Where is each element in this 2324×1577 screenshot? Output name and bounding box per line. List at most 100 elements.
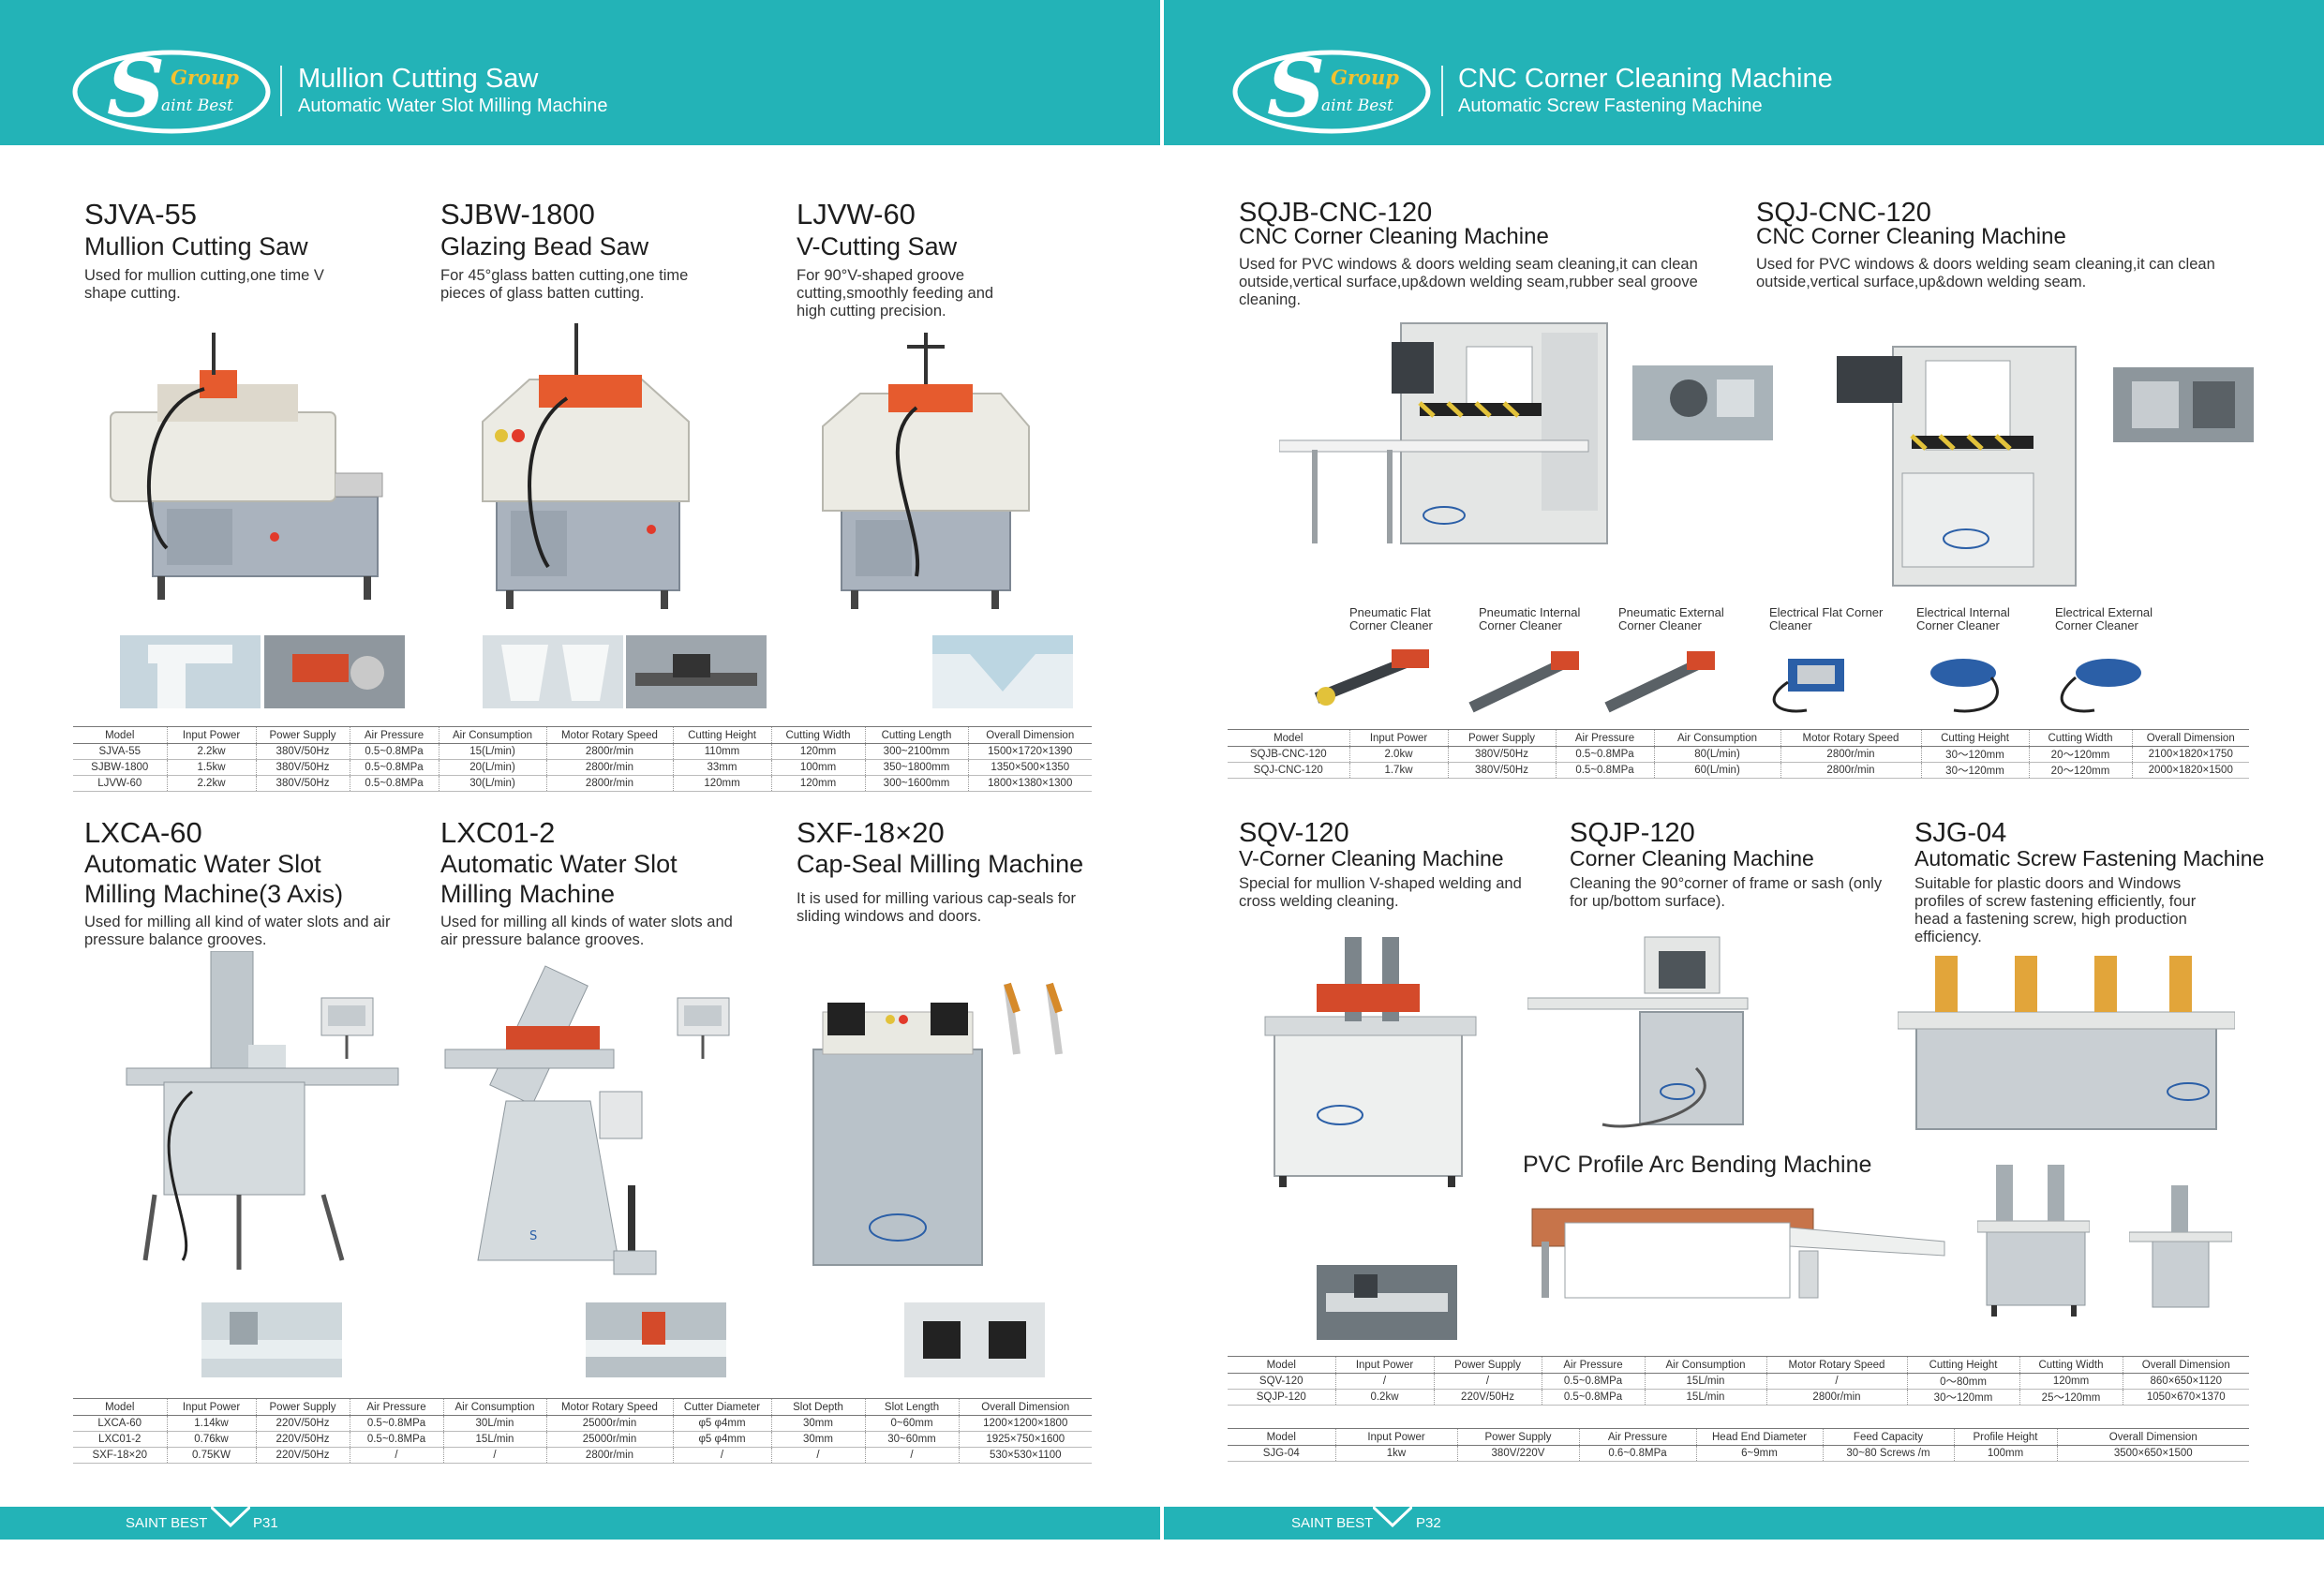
table-cell: 0.5~0.8MPa: [1541, 1389, 1645, 1406]
table-cell: 2.2kw: [166, 775, 256, 792]
table-header-cell: Air Pressure: [349, 1398, 443, 1416]
table-cell: SQJP-120: [1228, 1389, 1335, 1406]
table-cell: 30mm: [770, 1415, 865, 1432]
table-cell: 1.5kw: [166, 759, 256, 776]
table-header-cell: Model: [1228, 1356, 1335, 1374]
tool-label-2: Pneumatic Internal Corner Cleaner: [1479, 605, 1581, 632]
cap-seal-detail-photo: [904, 1302, 1045, 1377]
sjva55-code: SJVA-55: [84, 198, 198, 231]
left-header-subtitle: Automatic Water Slot Milling Machine: [298, 96, 608, 116]
table-header-cell: Input Power: [1348, 729, 1448, 747]
table-header-cell: Input Power: [166, 726, 256, 744]
sjg04-name: Automatic Screw Fastening Machine: [1914, 846, 2265, 870]
sqjcnc120-detail-photo: [2113, 367, 2254, 442]
table-header-cell: Overall Dimension: [2056, 1428, 2249, 1446]
table-header-cell: Overall Dimension: [967, 726, 1092, 744]
table-cell: SQJB-CNC-120: [1228, 746, 1349, 763]
footer-brand-left: SAINT BEST: [126, 1515, 208, 1531]
table-header-cell: Overall Dimension: [958, 1398, 1092, 1416]
table-header-cell: Power Supply: [1433, 1356, 1542, 1374]
table-cell: 2800r/min: [545, 759, 673, 776]
table-header-cell: Cutter Diameter: [672, 1398, 771, 1416]
sqv120-desc: Special for mullion V-shaped welding and…: [1239, 875, 1522, 910]
table-cell: 2.2kw: [166, 743, 256, 760]
tool-label-4: Electrical Flat Corner Cleaner: [1769, 605, 1884, 632]
table-cell: 220V/50Hz: [1433, 1389, 1542, 1406]
table-cell: 0.5~0.8MPa: [1555, 762, 1654, 779]
table-cell: 120mm: [770, 775, 865, 792]
table-cell: 0.2kw: [1334, 1389, 1434, 1406]
table-header-cell: Air Pressure: [349, 726, 439, 744]
table-cell: 120mm: [672, 775, 771, 792]
footer-brand-right: SAINT BEST: [1291, 1515, 1374, 1531]
table-cell: 0~60mm: [864, 1415, 959, 1432]
saw-detail-photo: [264, 635, 405, 708]
table-cell: 60(L/min): [1653, 762, 1780, 779]
footer-notch-right: [1371, 1503, 1414, 1528]
left-header-title: Mullion Cutting Saw: [298, 64, 539, 94]
table-cell: 100mm: [770, 759, 865, 776]
table-cell: 380V/50Hz: [1447, 746, 1556, 763]
footer-notch-left: [209, 1503, 252, 1528]
right-header-subtitle: Automatic Screw Fastening Machine: [1458, 96, 1763, 116]
sjbw1800-desc: For 45°glass batten cutting,one time pie…: [440, 267, 689, 302]
table-cell: 2800r/min: [1780, 762, 1921, 779]
sjbw1800-name: Glazing Bead Saw: [440, 232, 649, 260]
table-cell: SQV-120: [1228, 1373, 1335, 1390]
v-cut-detail-photo: [932, 635, 1073, 708]
table-cell: /: [1433, 1373, 1542, 1390]
table-cell: SJBW-1800: [73, 759, 167, 776]
table-cell: /: [672, 1447, 771, 1464]
ljvw60-code: LJVW-60: [797, 198, 916, 231]
table-header-cell: Input Power: [1334, 1428, 1457, 1446]
table-header-cell: Air Pressure: [1541, 1356, 1645, 1374]
table-header-cell: Power Supply: [255, 1398, 350, 1416]
table-cell: 300~1600mm: [864, 775, 968, 792]
tool-label-6: Electrical External Corner Cleaner: [2055, 605, 2153, 632]
sqjcnc120-desc: Used for PVC windows & doors welding sea…: [1756, 256, 2215, 290]
sqjcnc120-name: CNC Corner Cleaning Machine: [1756, 224, 2066, 249]
table-cell: 20(L/min): [438, 759, 546, 776]
table-cell: 1350×500×1350: [967, 759, 1092, 776]
table-header-cell: Motor Rotary Speed: [1780, 729, 1921, 747]
table-cell: SJVA-55: [73, 743, 167, 760]
sjg04-machine-image: [1898, 937, 2235, 1143]
sjva55-desc: Used for mullion cutting,one time V shap…: [84, 267, 324, 302]
sxf1820-name: Cap-Seal Milling Machine: [797, 850, 1084, 878]
footer-page-left: P31: [253, 1515, 278, 1531]
svg-text:S: S: [529, 1229, 537, 1243]
tool-label-3: Pneumatic External Corner Cleaner: [1618, 605, 1724, 632]
table-header-cell: Model: [1228, 1428, 1335, 1446]
table-cell: 0.5~0.8MPa: [349, 1415, 443, 1432]
table-cell: 0.5~0.8MPa: [1555, 746, 1654, 763]
table-header-cell: Motor Rotary Speed: [545, 1398, 673, 1416]
table-header-cell: Cutting Width: [2028, 729, 2132, 747]
table-header-cell: Model: [73, 726, 167, 744]
table-header-cell: Slot Depth: [770, 1398, 865, 1416]
table-cell: φ5 φ4mm: [672, 1431, 771, 1448]
table-header-cell: Input Power: [166, 1398, 256, 1416]
table-cell: /: [770, 1447, 865, 1464]
table-header-cell: Slot Length: [864, 1398, 959, 1416]
sqjp120-code: SQJP-120: [1570, 818, 1695, 848]
table-cell: 30～120mm: [1920, 746, 2029, 763]
sqjbcnc120-code: SQJB-CNC-120: [1239, 198, 1433, 228]
profile-detail-photo: [120, 635, 261, 708]
table-cell: 0.76kw: [166, 1431, 256, 1448]
table-cell: 1.7kw: [1348, 762, 1448, 779]
table-cell: 1200×1200×1800: [958, 1415, 1092, 1432]
table-cell: 25000r/min: [545, 1431, 673, 1448]
table-cell: 20～120mm: [2028, 746, 2132, 763]
table-header-cell: Cutting Height: [1920, 729, 2029, 747]
lxca60-controller-image: [314, 989, 389, 1064]
ljvw60-machine-image: [813, 333, 1038, 614]
logo-saint-best-text: aint Best: [1321, 97, 1393, 115]
table-cell: LXCA-60: [73, 1415, 167, 1432]
sjg04-code: SJG-04: [1914, 818, 2007, 848]
table-cell: 0.5~0.8MPa: [349, 1431, 443, 1448]
table-cell: 300~2100mm: [864, 743, 968, 760]
